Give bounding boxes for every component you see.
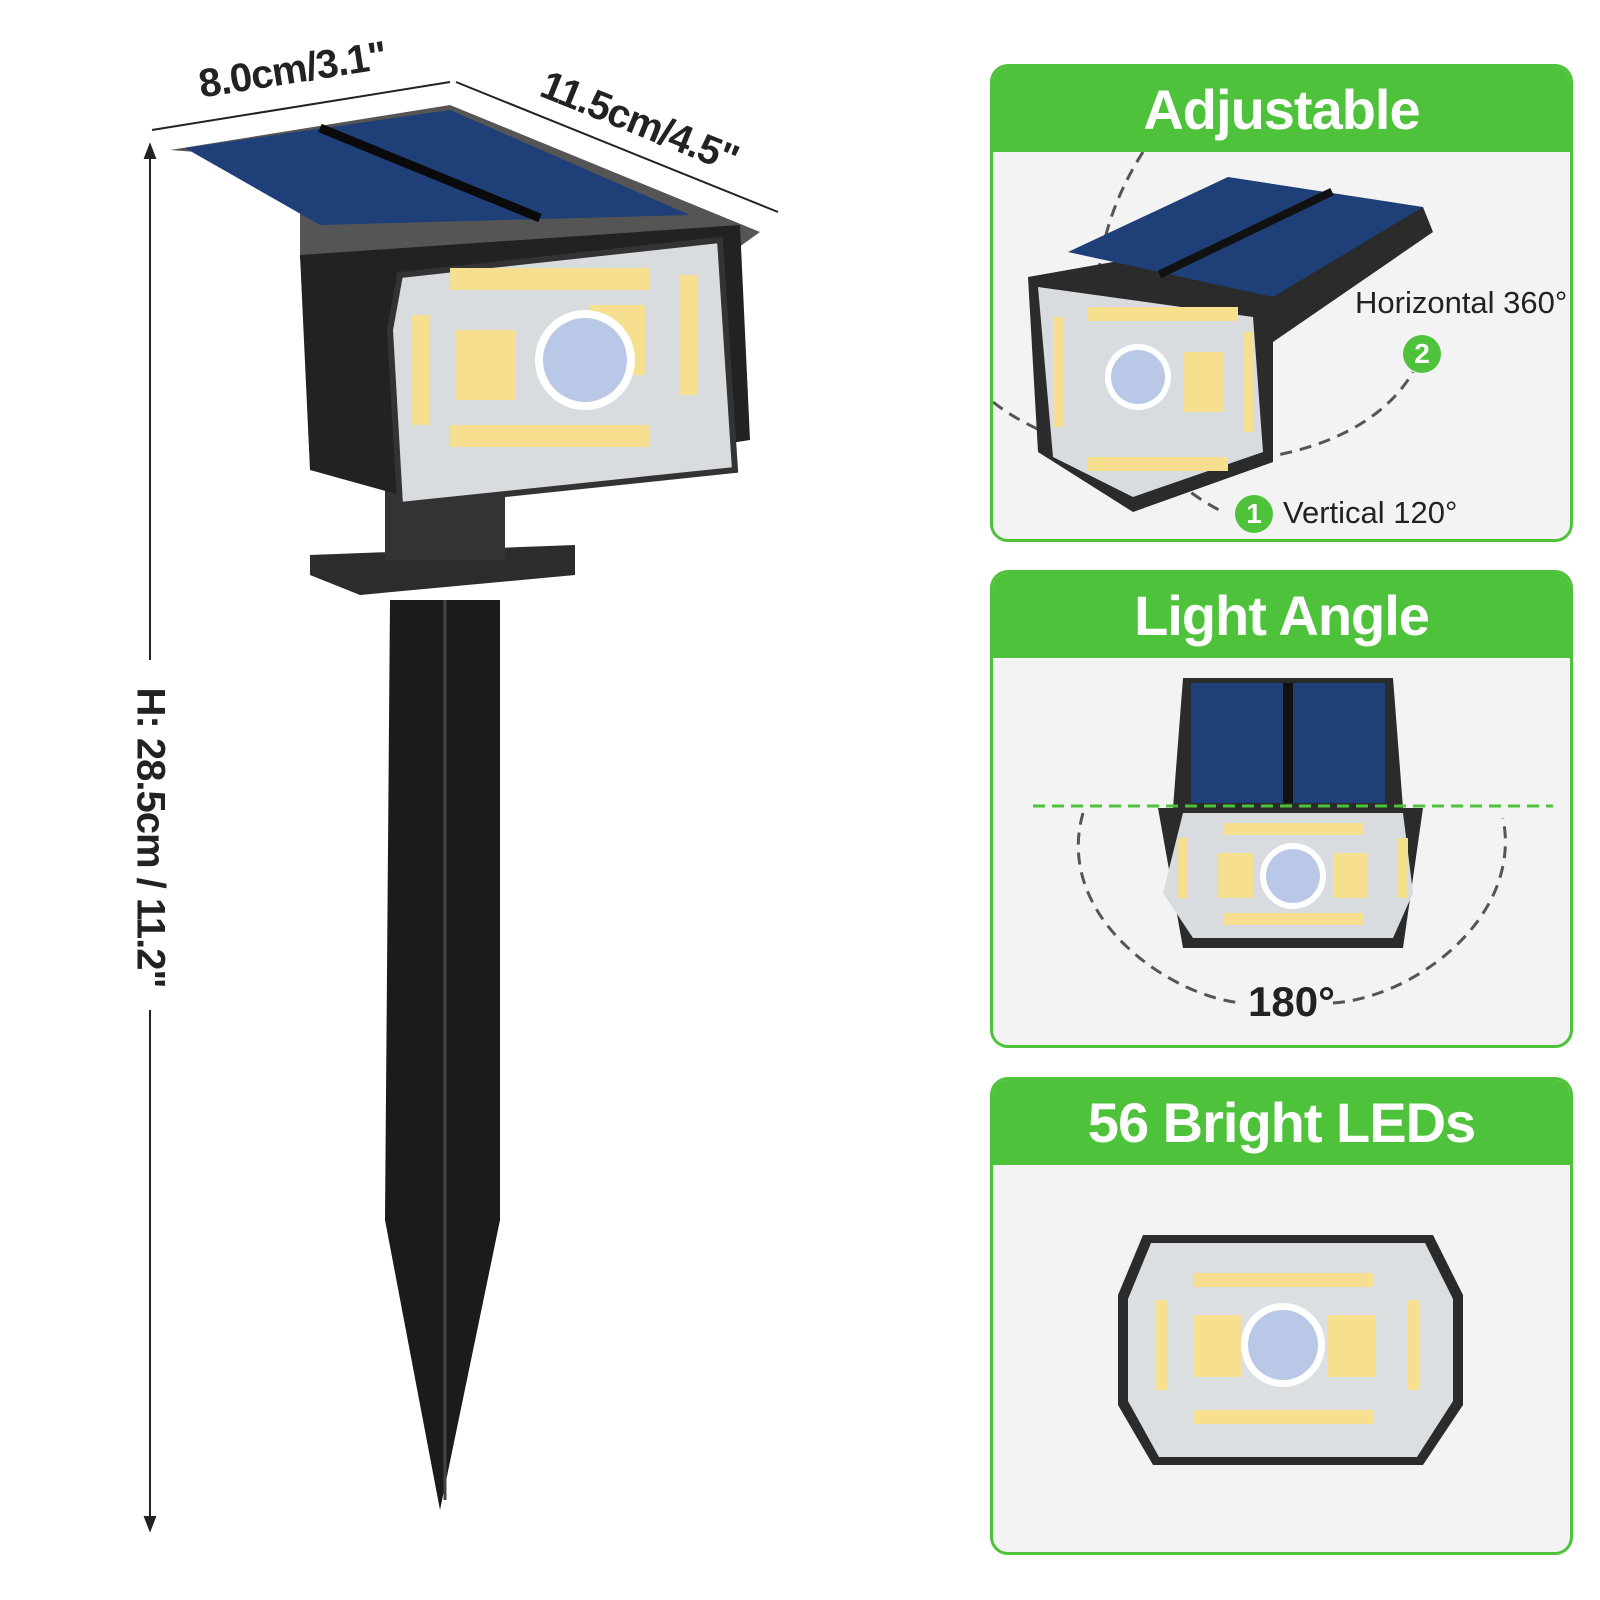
light-angle-lamp-image xyxy=(1033,678,1553,1005)
adjustable-lamp-image xyxy=(993,152,1433,514)
step-1-badge: 1 xyxy=(1235,495,1273,533)
panel-title: Adjustable xyxy=(993,67,1570,152)
panel-title: 56 Bright LEDs xyxy=(993,1080,1570,1165)
bright-leds-panel: 56 Bright LEDs xyxy=(990,1077,1573,1555)
dimension-lines xyxy=(143,81,779,1533)
solar-spotlight-illustration xyxy=(170,105,760,1510)
light-angle-panel: Light Angle 180° xyxy=(990,570,1573,1048)
panel-title: Light Angle xyxy=(993,573,1570,658)
led-front-view-image xyxy=(1118,1235,1463,1465)
beam-angle-label: 180° xyxy=(1248,978,1335,1025)
vertical-rotation-label: Vertical 120° xyxy=(1283,495,1458,530)
adjustable-panel: Adjustable Horizontal 360° 2 1 Vertical … xyxy=(990,64,1573,542)
horizontal-rotation-label: Horizontal 360° xyxy=(1355,285,1568,320)
step-2-badge: 2 xyxy=(1403,335,1441,373)
